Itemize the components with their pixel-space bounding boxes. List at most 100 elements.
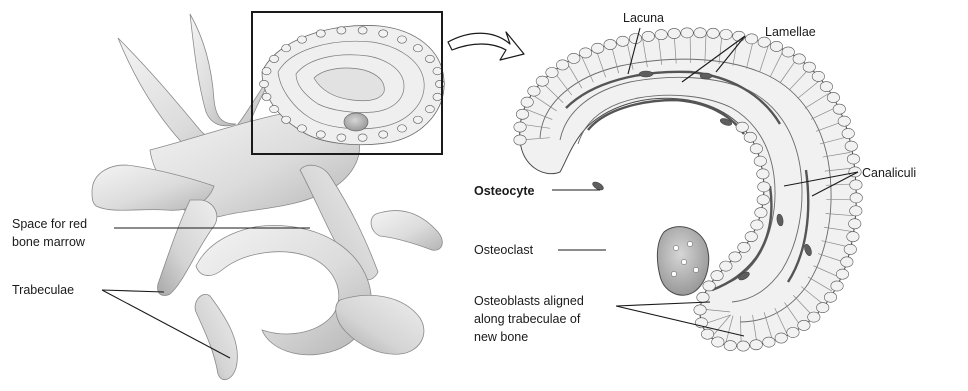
osteoblast-cell (827, 92, 839, 102)
label-trabeculae: Trabeculae (12, 283, 74, 297)
osteoblast-cell (579, 48, 591, 58)
osteoblast-cell (617, 36, 629, 46)
osteoblast-cell (724, 341, 736, 351)
osteoblast-cell (798, 320, 810, 330)
osteoblast-cell (787, 327, 799, 337)
inset-cell (379, 131, 388, 138)
osteoblast-cell (738, 242, 750, 252)
inset-cell (413, 116, 422, 123)
label-osteoblasts-line3: new bone (474, 330, 528, 344)
osteoblast-cell (556, 60, 568, 70)
osteoblast-cell (803, 62, 815, 72)
inset-cell (379, 30, 388, 37)
osteoblast-cell (701, 329, 713, 339)
osteoblast-cell (775, 333, 787, 343)
inset-cell (358, 134, 367, 141)
osteoblast-cell (681, 28, 693, 38)
osteoblast-cell (754, 156, 766, 166)
osteoblast-cell (833, 104, 845, 114)
osteoblast-cell (808, 312, 820, 322)
osteoblast-cell (528, 86, 540, 96)
inset-cell (298, 125, 307, 132)
leader-trabeculae-1 (102, 290, 164, 292)
label-osteocyte: Osteocyte (474, 184, 534, 198)
osteoblast-cell (836, 269, 848, 279)
inset-cell (413, 45, 422, 52)
osteoblast-cell (750, 144, 762, 154)
label-lamellae: Lamellae (765, 25, 816, 39)
inset-cell (397, 125, 406, 132)
osteoblast-cell (694, 28, 706, 38)
osteoblast-cell (757, 195, 769, 205)
label-lacuna: Lacuna (623, 11, 664, 25)
osteoblast-cell (755, 208, 767, 218)
inset-cell (397, 36, 406, 43)
osteoblast-cell (849, 219, 861, 229)
osteoblast-cell (847, 232, 859, 242)
osteoblast-cell (521, 97, 533, 107)
inset-cell (358, 27, 367, 34)
osteoblast-cell (831, 281, 843, 291)
osteoblast-cell (750, 340, 762, 350)
osteoblast-cell (757, 169, 769, 179)
osteoblast-cell (592, 43, 604, 53)
osteoblast-cell (707, 28, 719, 38)
osteoblast-cell (824, 292, 836, 302)
inset-cell (425, 55, 434, 62)
osteoblast-cell (850, 206, 862, 216)
label-osteoblasts-line2: along trabeculae of (474, 312, 581, 326)
inset-cell (260, 80, 269, 87)
osteoblast-cell (604, 39, 616, 49)
osteoblast-cell (720, 261, 732, 271)
inset-cell (436, 80, 445, 87)
osteoblast-cell (536, 76, 548, 86)
inset-cell (298, 36, 307, 43)
osteoblast-cell (751, 220, 763, 230)
osteoblast-cell (850, 193, 862, 203)
osteoblast-cell (845, 141, 857, 151)
osteoblast-cell (745, 34, 757, 44)
osteoblast-cell (770, 41, 782, 51)
label-osteoblasts-line1: Osteoblasts aligned (474, 294, 584, 308)
osteoblast-cell (782, 47, 794, 57)
osteoblast-cell (736, 122, 748, 132)
osteoblast-cell (629, 34, 641, 44)
osteoblast-cell (568, 53, 580, 63)
label-space-line2: bone marrow (12, 235, 86, 249)
osteoblast-cell (514, 122, 526, 132)
osteoblast-cell (842, 128, 854, 138)
inset-cell (270, 55, 279, 62)
osteoblast-cell (758, 182, 770, 192)
osteoblast-cell (655, 30, 667, 40)
osteoblast-cell (668, 28, 680, 38)
inset-cell (425, 105, 434, 112)
osteoblast-cell (720, 29, 732, 39)
leader-osteoblasts-1 (616, 302, 710, 306)
inset-cell (337, 27, 346, 34)
osteoblast-cell (737, 341, 749, 351)
osteoblast-cell (841, 257, 853, 267)
osteoblast-cell (694, 305, 706, 315)
inset-cell (316, 30, 325, 37)
osteoblast-cell (812, 71, 824, 81)
osteoblast-cell (820, 82, 832, 92)
osteoblast-cell (744, 132, 756, 142)
label-osteoclast: Osteoclast (474, 243, 534, 257)
inset-cell (433, 93, 442, 100)
osteoblast-cell (712, 337, 724, 347)
label-canaliculi: Canaliculi (862, 166, 916, 180)
osteoblast-cell (847, 154, 859, 164)
osteoblast-cell (711, 271, 723, 281)
osteoclast-cell (657, 227, 708, 295)
osteoblast-cell (763, 337, 775, 347)
osteoblast-cell (703, 281, 715, 291)
osteoblast-cell (516, 109, 528, 119)
osteoblast-cell (850, 180, 862, 190)
label-space-line1: Space for red (12, 217, 87, 231)
osteoblast-cell (729, 252, 741, 262)
inset-cell (262, 67, 271, 74)
inset-cell (337, 134, 346, 141)
osteoblast-cell (844, 244, 856, 254)
